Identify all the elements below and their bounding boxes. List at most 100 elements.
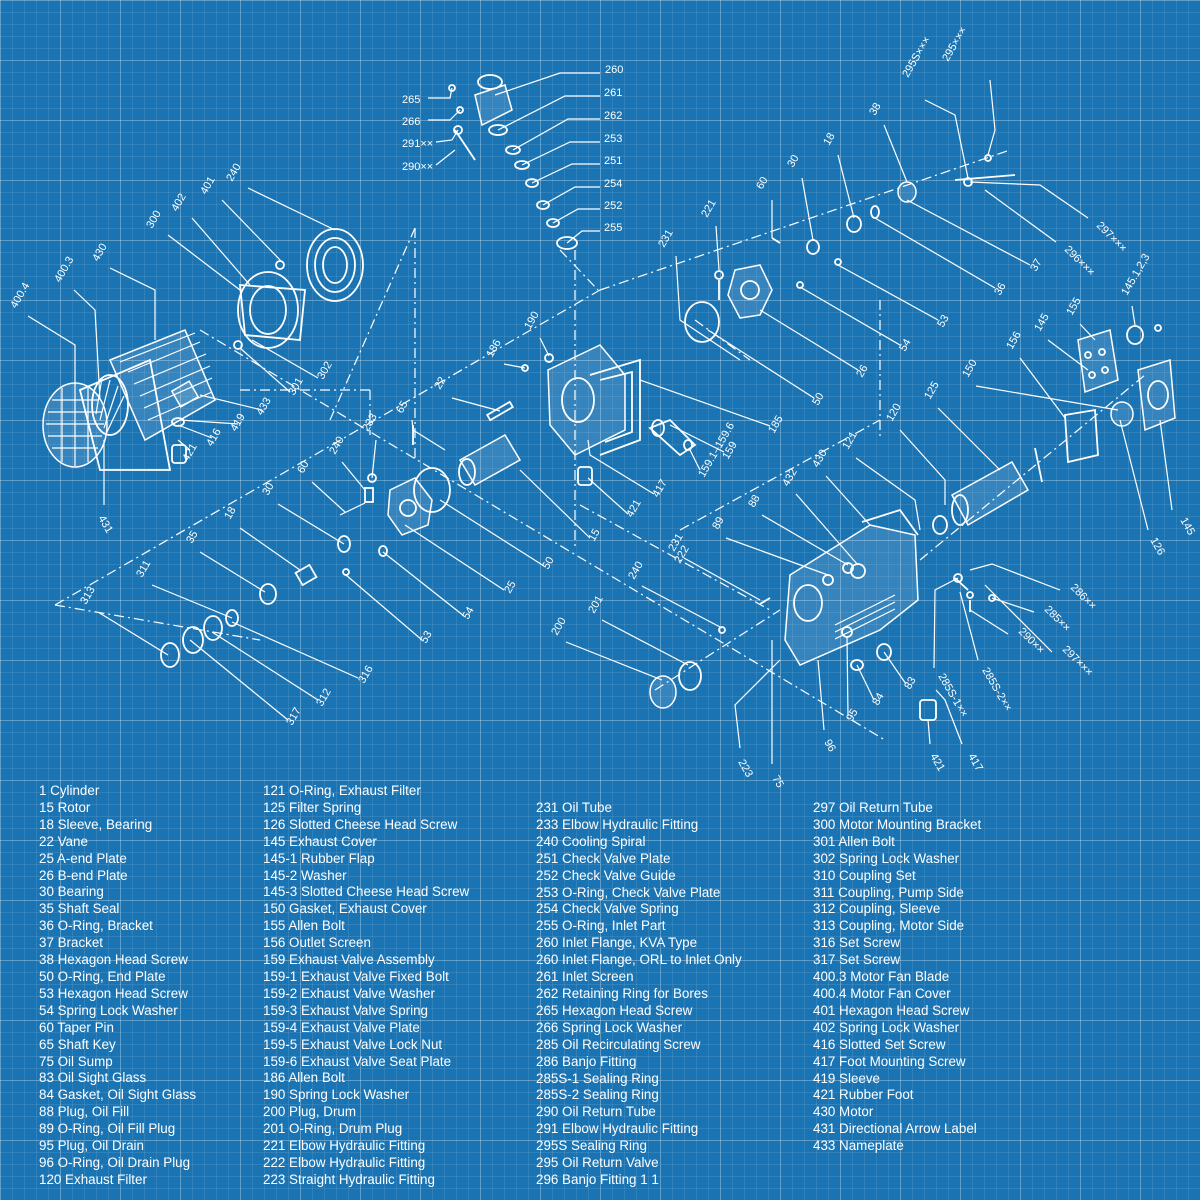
callout-label: 126 — [1147, 536, 1167, 558]
callout-label: 18 — [821, 131, 838, 148]
legend-item: 222 Elbow Hydraulic Fitting — [263, 1154, 426, 1170]
exhaust-cover — [1077, 329, 1119, 394]
legend-item: 125 Filter Spring — [263, 799, 362, 815]
legend-item: 255 O-Ring, Inlet Part — [536, 918, 666, 934]
legend-item: 317 Set Screw — [813, 952, 901, 968]
legend-item: 285S-2 Sealing Ring — [536, 1087, 659, 1103]
callout-label: 15 — [586, 527, 603, 544]
legend-item: 311 Coupling, Pump Side — [813, 884, 964, 900]
oil-sump-assembly — [649, 508, 996, 721]
outlet-screen — [1110, 401, 1134, 427]
legend-item: 53 Hexagon Head Screw — [39, 985, 188, 1001]
legend-item: 417 Foot Mounting Screw — [813, 1053, 966, 1069]
legend-item: 286 Banjo Fitting — [536, 1053, 637, 1069]
legend-item: 221 Elbow Hydraulic Fitting — [263, 1138, 426, 1154]
legend-item: 400.4 Motor Fan Cover — [813, 985, 951, 1001]
drum-plug — [649, 675, 677, 709]
legend-item: 302 Spring Lock Washer — [813, 850, 960, 866]
legend-item: 155 Allen Bolt — [263, 918, 345, 934]
callout-label: 36 — [992, 281, 1009, 298]
callout-label: 233 — [360, 412, 380, 434]
callout-label: 223 — [735, 758, 755, 780]
legend-item: 126 Slotted Cheese Head Screw — [263, 816, 458, 832]
legend-item: 295 Oil Return Valve — [536, 1155, 659, 1171]
legend-item: 60 Taper Pin — [39, 1019, 114, 1035]
legend-item: 159-4 Exhaust Valve Plate — [263, 1019, 420, 1035]
callout-label: 417 — [650, 478, 670, 500]
cooling-spiral — [306, 228, 364, 302]
callout-label: 190 — [522, 310, 542, 332]
legend-item: 416 Slotted Set Screw — [813, 1036, 946, 1052]
legend-item: 95 Plug, Oil Drain — [39, 1138, 144, 1154]
legend-item: 301 Allen Bolt — [813, 833, 895, 849]
legend-item: 291 Elbow Hydraulic Fitting — [536, 1121, 699, 1137]
legend-item: 65 Shaft Key — [39, 1036, 116, 1052]
callout-label: 120 — [884, 402, 904, 424]
legend-item: 240 Cooling Spiral — [536, 833, 646, 849]
callout-label: 26 — [854, 363, 871, 380]
legend-item: 156 Outlet Screen — [263, 935, 371, 951]
callout-label: 312 — [314, 687, 334, 709]
legend-item: 159 Exhaust Valve Assembly — [263, 952, 435, 968]
legend-item: 26 B-end Plate — [39, 867, 128, 883]
legend-item: 145-2 Washer — [263, 867, 347, 883]
callout-label: 38 — [867, 101, 884, 118]
legend-item: 50 O-Ring, End Plate — [39, 968, 166, 984]
legend-item: 200 Plug, Drum — [263, 1104, 357, 1120]
motor-fan-blade — [91, 374, 129, 436]
legend-item: 159-5 Exhaust Valve Lock Nut — [263, 1036, 443, 1052]
legend-item: 159-2 Exhaust Valve Washer — [263, 985, 435, 1001]
legend-item: 223 Straight Hydraulic Fitting — [263, 1171, 435, 1187]
legend-item: 285 Oil Recirculating Screw — [536, 1036, 701, 1052]
callout-label: 417 — [965, 752, 985, 774]
callout-label: 37 — [1028, 257, 1045, 274]
motor-body — [109, 329, 216, 442]
callout-label: 156 — [1004, 330, 1024, 352]
callout-label: 254 — [604, 178, 622, 190]
callout-label: 252 — [604, 200, 622, 212]
oil-sump — [784, 524, 919, 666]
legend-item: 201 O-Ring, Drum Plug — [263, 1121, 403, 1137]
legend-item: 233 Elbow Hydraulic Fitting — [536, 816, 699, 832]
legend-item: 290 Oil Return Tube — [536, 1104, 656, 1120]
callout-label: 286×× — [1068, 582, 1099, 613]
callout-label: 300 — [144, 209, 164, 231]
legend-item: 266 Spring Lock Washer — [536, 1019, 683, 1035]
callout-label: 35 — [184, 529, 201, 546]
callout-label: 145.1,2,3 — [1119, 252, 1152, 298]
b-end-plate — [727, 264, 773, 319]
legend-item: 261 Inlet Screen — [536, 969, 634, 985]
callout-label: 185 — [766, 414, 786, 436]
callout-label: 75 — [769, 774, 786, 791]
legend-item: 186 Allen Bolt — [263, 1070, 345, 1086]
bracket — [897, 181, 917, 203]
legend-item: 262 Retaining Ring for Bores — [536, 985, 708, 1001]
legend-item: 54 Spring Lock Washer — [39, 1002, 178, 1018]
callout-label: 251 — [604, 155, 622, 167]
callout-label: 291×× — [402, 138, 433, 150]
callout-label: 240 — [327, 435, 347, 457]
motor-mounting-bracket — [237, 271, 299, 349]
callout-label: 295S××× — [900, 35, 933, 80]
callout-label: 60 — [295, 459, 312, 476]
cylinder-assembly — [521, 301, 720, 486]
callout-label: 317 — [284, 706, 304, 728]
callout-label: 301 — [286, 376, 306, 398]
legend-item: 159-6 Exhaust Valve Seat Plate — [263, 1053, 452, 1069]
legend-item: 252 Check Valve Guide — [536, 867, 676, 883]
exhaust-filter — [950, 460, 1030, 527]
legend-item: 231 Oil Tube — [536, 800, 612, 815]
legend-item: 260 Inlet Flange, ORL to Inlet Only — [536, 952, 742, 968]
center-lines — [54, 149, 1146, 741]
pump-core — [339, 400, 522, 536]
legend-item: 96 O-Ring, Oil Drain Plug — [39, 1154, 191, 1170]
callout-label: 54 — [897, 337, 914, 354]
legend-item: 400.3 Motor Fan Blade — [813, 969, 950, 985]
callout-label: 421 — [927, 752, 947, 774]
callout-label: 430 — [810, 448, 830, 470]
callout-label: 432 — [780, 467, 800, 489]
legend-item: 285S-1 Sealing Ring — [536, 1070, 659, 1086]
